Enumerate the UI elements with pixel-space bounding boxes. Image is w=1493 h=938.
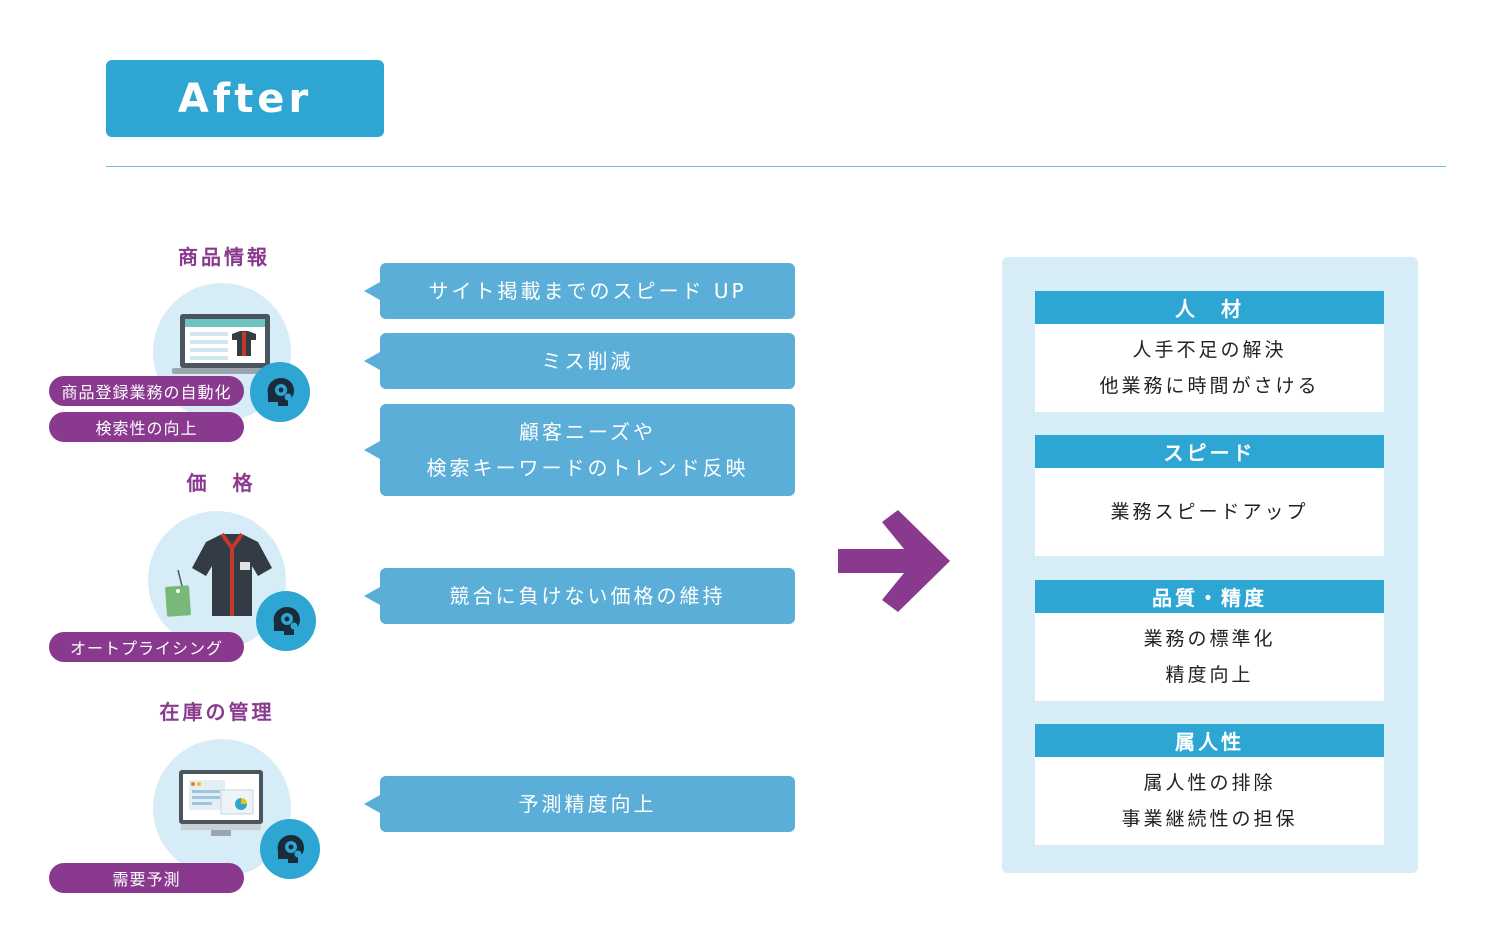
section-title-inventory: 在庫の管理: [159, 700, 275, 724]
tag-auto-pricing: オートプライシング: [49, 632, 244, 662]
result-card-human-resources: 人 材 人手不足の解決 他業務に時間がさける: [1035, 291, 1384, 412]
result-line: 属人性の排除: [1143, 772, 1276, 794]
result-line: 事業継続性の担保: [1121, 808, 1298, 830]
bubble-text: 競合に負けない価格の維持: [449, 584, 726, 608]
tag-label: 需要予測: [112, 870, 181, 889]
monitor-dashboard-icon: [179, 770, 263, 836]
tag-product-registration-automation: 商品登録業務の自動化: [49, 376, 244, 406]
result-line: 人手不足の解決: [1132, 339, 1287, 361]
result-line: 精度向上: [1165, 664, 1254, 686]
result-card-body: 人手不足の解決 他業務に時間がさける: [1035, 324, 1384, 412]
bubble-forecast-accuracy: 予測精度向上: [380, 776, 795, 832]
bubble-trend-reflection: 顧客ニーズや 検索キーワードのトレンド反映: [380, 404, 795, 496]
bubble-text: ミス削減: [541, 349, 634, 373]
tag-searchability-improvement: 検索性の向上: [49, 412, 244, 442]
bubble-text: サイト掲載までのスピード UP: [428, 279, 747, 303]
result-card-speed: スピード 業務スピードアップ: [1035, 435, 1384, 556]
header-divider: [106, 166, 1446, 167]
bubble-text: 検索キーワードのトレンド反映: [426, 456, 749, 480]
tag-label: 商品登録業務の自動化: [61, 383, 232, 402]
tag-label: 検索性の向上: [95, 419, 198, 438]
tag-label: オートプライシング: [69, 639, 223, 658]
bubble-competitive-price: 競合に負けない価格の維持: [380, 568, 795, 624]
after-badge-label: After: [177, 75, 313, 122]
ai-brain-gear-icon: [256, 591, 316, 651]
result-card-title: 属人性: [1035, 724, 1384, 757]
result-card-body: 業務スピードアップ: [1035, 468, 1384, 556]
result-card-title: スピード: [1035, 435, 1384, 468]
after-badge: After: [106, 60, 384, 137]
tag-demand-forecast: 需要予測: [49, 863, 244, 893]
result-card-body: 業務の標準化 精度向上: [1035, 613, 1384, 701]
result-line: 他業務に時間がさける: [1099, 375, 1320, 397]
shirt-with-tag-icon: [165, 532, 272, 617]
ai-brain-gear-icon: [260, 819, 320, 879]
result-card-body: 属人性の排除 事業継続性の担保: [1035, 757, 1384, 845]
laptop-icon: [172, 314, 278, 374]
result-card-title: 品質・精度: [1035, 580, 1384, 613]
bubble-listing-speed: サイト掲載までのスピード UP: [380, 263, 795, 319]
bubble-text: 顧客ニーズや: [519, 420, 656, 444]
result-card-title: 人 材: [1035, 291, 1384, 324]
bubble-error-reduction: ミス削減: [380, 333, 795, 389]
bubble-text: 予測精度向上: [518, 792, 657, 816]
section-title-product-info: 商品情報: [178, 245, 270, 269]
result-line: 業務の標準化: [1143, 628, 1276, 650]
arrow-right-icon: [838, 510, 950, 612]
section-title-price: 価 格: [186, 471, 256, 495]
ai-brain-gear-icon: [250, 362, 310, 422]
result-line: 業務スピードアップ: [1110, 501, 1309, 523]
result-card-personalization: 属人性 属人性の排除 事業継続性の担保: [1035, 724, 1384, 845]
result-card-quality: 品質・精度 業務の標準化 精度向上: [1035, 580, 1384, 701]
